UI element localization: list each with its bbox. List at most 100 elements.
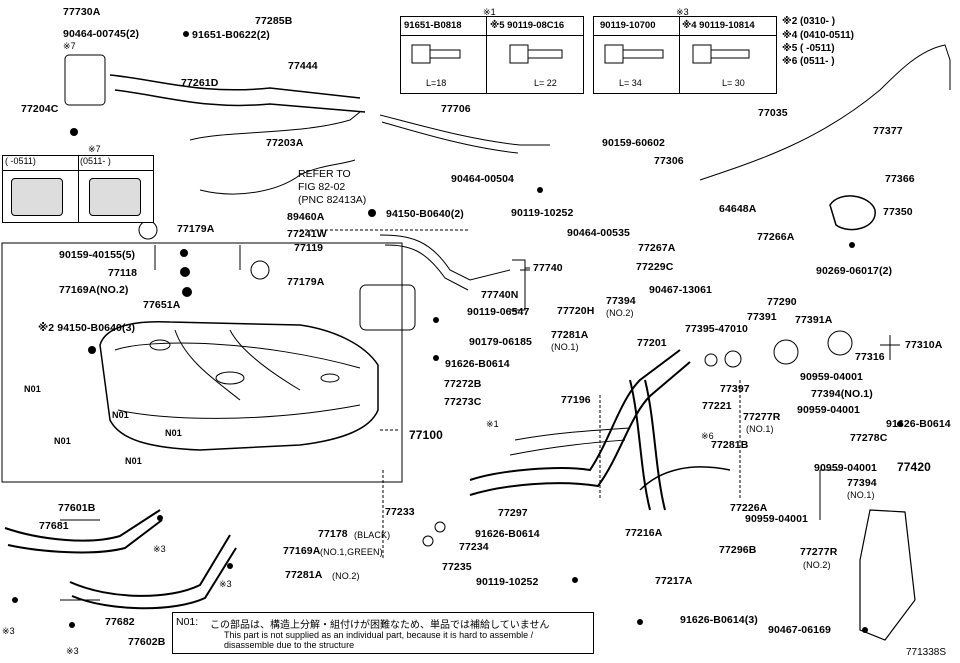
part-90959-04001-b[interactable]: 90959-04001 bbox=[797, 404, 860, 416]
part-94150-B0640-3[interactable]: ※2 94150-B0640(3) bbox=[38, 322, 136, 334]
refer-line-1[interactable]: REFER TO bbox=[298, 168, 351, 180]
bolt-table-2-len1: L= 34 bbox=[619, 78, 642, 88]
part-77395-47010[interactable]: 77395-47010 bbox=[685, 323, 748, 335]
part-77682[interactable]: 77682 bbox=[105, 616, 135, 628]
part-77281B[interactable]: 77281B bbox=[711, 439, 749, 451]
part-64648A[interactable]: 64648A bbox=[719, 203, 757, 215]
refer-line-2[interactable]: FIG 82-02 bbox=[298, 181, 346, 193]
part-77730A[interactable]: 77730A bbox=[63, 6, 101, 18]
part-77281A-no2[interactable]: 77281A bbox=[285, 569, 323, 581]
part-90119-06547[interactable]: 90119-06547 bbox=[467, 306, 530, 318]
part-77217A[interactable]: 77217A bbox=[655, 575, 693, 587]
part-77261D[interactable]: 77261D bbox=[181, 77, 219, 89]
part-77297[interactable]: 77297 bbox=[498, 507, 528, 519]
fuel-lid-77350 bbox=[829, 195, 876, 231]
part-91626-B0614-b[interactable]: 91626-B0614 bbox=[886, 418, 951, 430]
part-77394-no2[interactable]: 77394 bbox=[606, 295, 636, 307]
part-77273C[interactable]: 77273C bbox=[444, 396, 482, 408]
part-77601B[interactable]: 77601B bbox=[58, 502, 96, 514]
part-77310A[interactable]: 77310A bbox=[905, 339, 943, 351]
part-77377[interactable]: 77377 bbox=[873, 125, 903, 137]
part-77201[interactable]: 77201 bbox=[637, 337, 667, 349]
legend-line-2: ※4 (0410-0511) bbox=[782, 30, 854, 41]
part-77118[interactable]: 77118 bbox=[108, 267, 138, 279]
part-77272B[interactable]: 77272B bbox=[444, 378, 482, 390]
part-77420[interactable]: 77420 bbox=[897, 460, 931, 474]
part-91626-B0614-a[interactable]: 91626-B0614 bbox=[445, 358, 510, 370]
part-77266A[interactable]: 77266A bbox=[757, 231, 795, 243]
part-90467-06169[interactable]: 90467-06169 bbox=[768, 624, 831, 636]
part-90269-06017[interactable]: 90269-06017(2) bbox=[816, 265, 893, 277]
part-90179-06185[interactable]: 90179-06185 bbox=[469, 336, 532, 348]
refer-line-3[interactable]: (PNC 82413A) bbox=[298, 194, 367, 206]
part-90159-40155[interactable]: 90159-40155(5) bbox=[59, 249, 136, 261]
part-90959-04001-d[interactable]: 90959-04001 bbox=[745, 513, 808, 525]
part-77203A[interactable]: 77203A bbox=[266, 137, 304, 149]
part-77216A[interactable]: 77216A bbox=[625, 527, 663, 539]
part-77278C[interactable]: 77278C bbox=[850, 432, 888, 444]
part-77204C[interactable]: 77204C bbox=[21, 103, 59, 115]
part-77035[interactable]: 77035 bbox=[758, 107, 788, 119]
part-77169A-no1[interactable]: 77169A bbox=[283, 545, 321, 557]
part-90464-00504[interactable]: 90464-00504 bbox=[451, 173, 514, 185]
part-77391A[interactable]: 77391A bbox=[795, 314, 833, 326]
part-94150-B0640-2[interactable]: 94150-B0640(2) bbox=[386, 208, 464, 220]
n01-tag-e: N01 bbox=[125, 456, 142, 466]
part-77233[interactable]: 77233 bbox=[385, 506, 415, 518]
part-77241W[interactable]: 77241W bbox=[287, 228, 327, 240]
part-90119-10252-b[interactable]: 90119-10252 bbox=[476, 576, 539, 588]
part-77296B[interactable]: 77296B bbox=[719, 544, 757, 556]
part-77366[interactable]: 77366 bbox=[885, 173, 915, 185]
part-77277R-no2-variant: (NO.2) bbox=[803, 560, 831, 570]
part-77281A-no1-variant: (NO.1) bbox=[551, 342, 579, 352]
part-77277R-no1[interactable]: 77277R bbox=[743, 411, 781, 423]
part-90464-00745[interactable]: 90464-00745(2) bbox=[63, 28, 140, 40]
part-77267A[interactable]: 77267A bbox=[638, 242, 676, 254]
part-77602B[interactable]: 77602B bbox=[128, 636, 166, 648]
protector-77277R-no2 bbox=[859, 509, 916, 641]
part-77306[interactable]: 77306 bbox=[654, 155, 684, 167]
part-90464-00535[interactable]: 90464-00535 bbox=[567, 227, 630, 239]
part-77234[interactable]: 77234 bbox=[459, 541, 489, 553]
part-90119-10252-a[interactable]: 90119-10252 bbox=[511, 207, 574, 219]
part-77119[interactable]: 77119 bbox=[294, 242, 324, 254]
part-77169A-no2[interactable]: 77169A(NO.2) bbox=[59, 284, 129, 296]
part-77178[interactable]: 77178 bbox=[318, 528, 348, 540]
part-91626-B0614-c[interactable]: 91626-B0614 bbox=[475, 528, 540, 540]
part-77681[interactable]: 77681 bbox=[39, 520, 69, 532]
part-77720H[interactable]: 77720H bbox=[557, 305, 595, 317]
part-77229C[interactable]: 77229C bbox=[636, 261, 674, 273]
part-91651-B0622[interactable]: 91651-B0622(2) bbox=[192, 29, 270, 41]
part-77394-no1[interactable]: 77394(NO.1) bbox=[811, 388, 873, 400]
part-77179A-a[interactable]: 77179A bbox=[177, 223, 215, 235]
part-77740[interactable]: 77740 bbox=[533, 262, 563, 274]
part-77235[interactable]: 77235 bbox=[442, 561, 472, 573]
part-77350[interactable]: 77350 bbox=[883, 206, 913, 218]
part-77277R-no2[interactable]: 77277R bbox=[800, 546, 838, 558]
part-90159-60602[interactable]: 90159-60602 bbox=[602, 137, 665, 149]
part-77740N[interactable]: 77740N bbox=[481, 289, 519, 301]
part-77444[interactable]: 77444 bbox=[288, 60, 318, 72]
part-90959-04001-c[interactable]: 90959-04001 bbox=[814, 462, 877, 474]
part-77394-no1-b[interactable]: 77394 bbox=[847, 477, 877, 489]
part-77178-variant: (BLACK) bbox=[354, 530, 391, 540]
part-77316[interactable]: 77316 bbox=[855, 351, 885, 363]
part-77226A[interactable]: 77226A bbox=[730, 502, 768, 514]
part-77100[interactable]: 77100 bbox=[409, 428, 443, 442]
part-89460A[interactable]: 89460A bbox=[287, 211, 325, 223]
part-90959-04001-a[interactable]: 90959-04001 bbox=[800, 371, 863, 383]
part-77706[interactable]: 77706 bbox=[441, 103, 471, 115]
part-90467-13061[interactable]: 90467-13061 bbox=[649, 284, 712, 296]
part-77281A-no1[interactable]: 77281A bbox=[551, 329, 589, 341]
part-91626-B0614-3[interactable]: 91626-B0614(3) bbox=[680, 614, 758, 626]
part-77290[interactable]: 77290 bbox=[767, 296, 797, 308]
part-77391[interactable]: 77391 bbox=[747, 311, 777, 323]
part-77397[interactable]: 77397 bbox=[720, 383, 750, 395]
part-77221[interactable]: 77221 bbox=[702, 400, 732, 412]
part-77285B[interactable]: 77285B bbox=[255, 15, 293, 27]
part-77179A-b[interactable]: 77179A bbox=[287, 276, 325, 288]
part-77196[interactable]: 77196 bbox=[561, 394, 591, 406]
canister-77204C bbox=[64, 54, 106, 106]
part-77651A[interactable]: 77651A bbox=[143, 299, 181, 311]
harness-77203A bbox=[189, 111, 361, 141]
